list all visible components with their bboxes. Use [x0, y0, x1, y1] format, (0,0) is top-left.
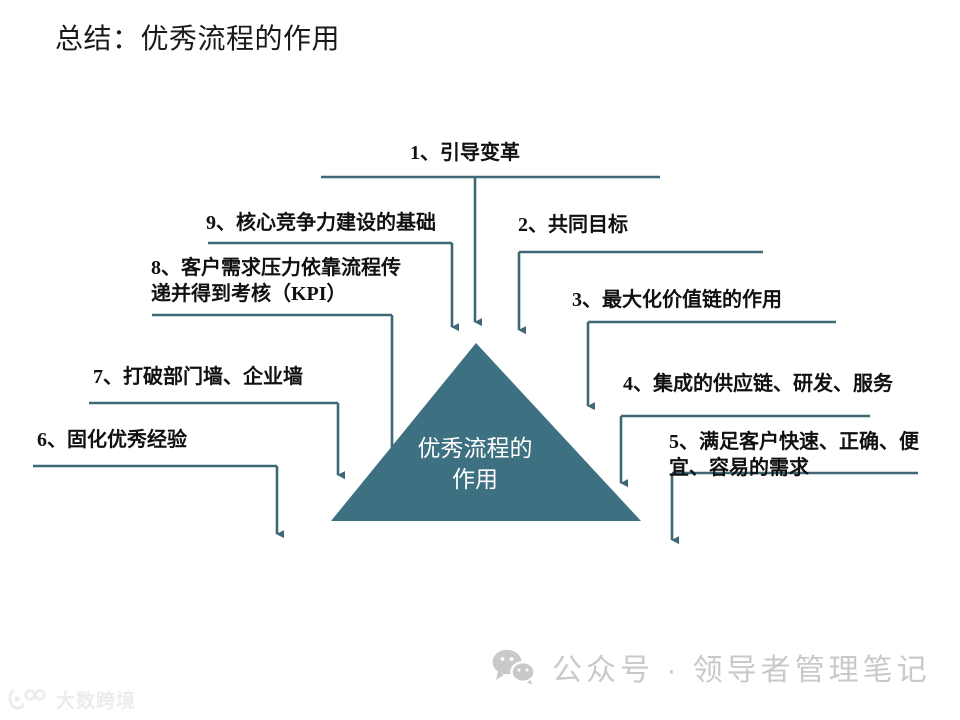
- connector-9: [208, 241, 460, 332]
- connector-4: [619, 414, 870, 488]
- callout-label-1: 1、引导变革: [410, 142, 520, 164]
- wechat-icon: [492, 648, 536, 688]
- watermark-text: 公众号 · 领导者管理笔记: [552, 654, 931, 687]
- watermark: 公众号 · 领导者管理笔记: [492, 645, 931, 689]
- connector-2: [517, 250, 763, 335]
- callout-label-4: 4、集成的供应链、研发、服务: [623, 373, 893, 395]
- callout-label-2: 2、共同目标: [518, 214, 628, 236]
- connector-1: [321, 175, 660, 327]
- callout-label-5: 5、满足客户快速、正确、便 宜、容易的需求: [669, 431, 919, 479]
- dashu-logo-icon: [8, 687, 50, 713]
- connector-8: [152, 313, 400, 461]
- connector-7: [89, 401, 346, 480]
- page-title: 总结：优秀流程的作用: [55, 23, 341, 54]
- callout-label-6: 6、固化优秀经验: [37, 429, 187, 451]
- connector-6: [33, 464, 285, 539]
- central-triangle: [331, 343, 641, 521]
- callout-label-9: 9、核心竞争力建设的基础: [206, 212, 436, 234]
- callout-label-8: 8、客户需求压力依靠流程传 递并得到考核（KPI）: [151, 257, 401, 305]
- connector-5: [670, 471, 918, 545]
- connector-3: [586, 320, 836, 411]
- callout-label-7: 7、打破部门墙、企业墙: [93, 366, 303, 388]
- brand-logo-text: 大数跨境: [56, 691, 137, 712]
- callout-label-3: 3、最大化价值链的作用: [572, 289, 782, 311]
- brand-logo: 大数跨境: [8, 686, 136, 713]
